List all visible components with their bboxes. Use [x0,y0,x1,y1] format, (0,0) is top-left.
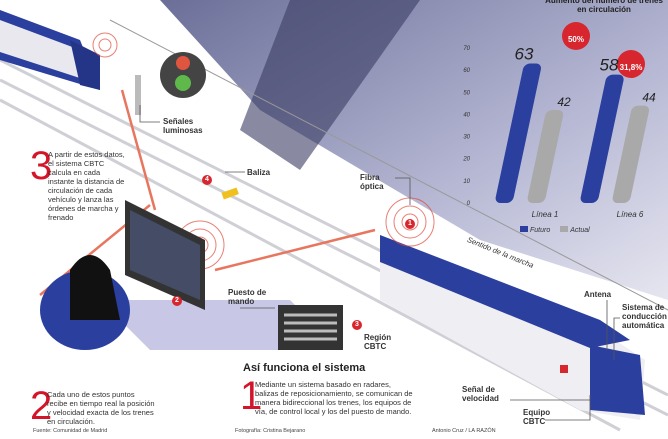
marker-2: 2 [172,296,182,306]
y-tick-label: 0 [467,201,471,207]
step-3-text: A partir de estos datos, el sistema CBTC… [48,150,125,222]
step-1-text: Mediante un sistema basado en radares, b… [255,380,413,416]
step-2-text: Cada uno de estos puntos recibe en tiemp… [47,390,155,426]
step-3-number: 3 [30,144,53,188]
badge-linea1: 50% [562,22,590,50]
label-senal-velocidad: Señal de velocidad [462,385,499,403]
label-region: Región CBTC [364,333,392,351]
data-label: 44 [642,91,656,105]
source-credit: Fuente: Comunidad de Madrid [33,428,108,434]
train-right [380,235,645,420]
data-label: 63 [515,45,534,64]
y-tick-label: 30 [463,135,470,141]
label-sistema-conduccion: Sistema de conducción automática [622,303,667,330]
legend-futuro: Futuro [520,226,550,234]
chart-legend: Futuro Actual [520,226,590,234]
data-label: 42 [557,95,571,109]
bar-actual-2 [612,105,650,203]
label-equipo: Equipo CBTC [523,408,551,426]
label-antena: Antena [584,290,612,299]
x-tick-label: Línea 1 [532,210,559,219]
y-tick-label: 60 [463,68,470,74]
data-label: 58 [600,56,619,75]
step-1-number: 1 [240,374,263,418]
author-credit: Antonio Cruz / LA RAZÓN [432,428,496,434]
train-left [0,10,100,90]
chart-title: Aumento del número de trenes en circulac… [545,0,663,14]
step-2-number: 2 [30,384,53,428]
legend-actual: Actual [560,226,590,234]
x-tick-label: Línea 6 [617,210,644,219]
photo-credit: Fotografía: Cristina Bejarano [235,428,306,434]
label-puesto: Puesto de mando [228,288,267,306]
y-tick-label: 40 [463,112,470,118]
y-tick-label: 10 [463,179,470,185]
y-tick-label: 20 [462,157,470,163]
bar-futuro-2 [580,74,624,203]
label-senales: Señales luminosas [163,117,203,135]
bar-actual-1 [527,110,564,203]
section-title: Así funciona el sistema [243,362,366,374]
marker-3: 3 [352,320,362,330]
y-tick-label: 50 [463,90,470,96]
bar-futuro-1 [495,63,541,203]
marker-1: 1 [405,219,415,229]
marker-4: 4 [202,175,212,185]
y-tick-label: 70 [463,46,470,52]
badge-linea6: 31,8% [617,50,645,78]
label-baliza: Baliza [247,168,271,177]
label-fibra: Fibra óptica [360,173,384,191]
